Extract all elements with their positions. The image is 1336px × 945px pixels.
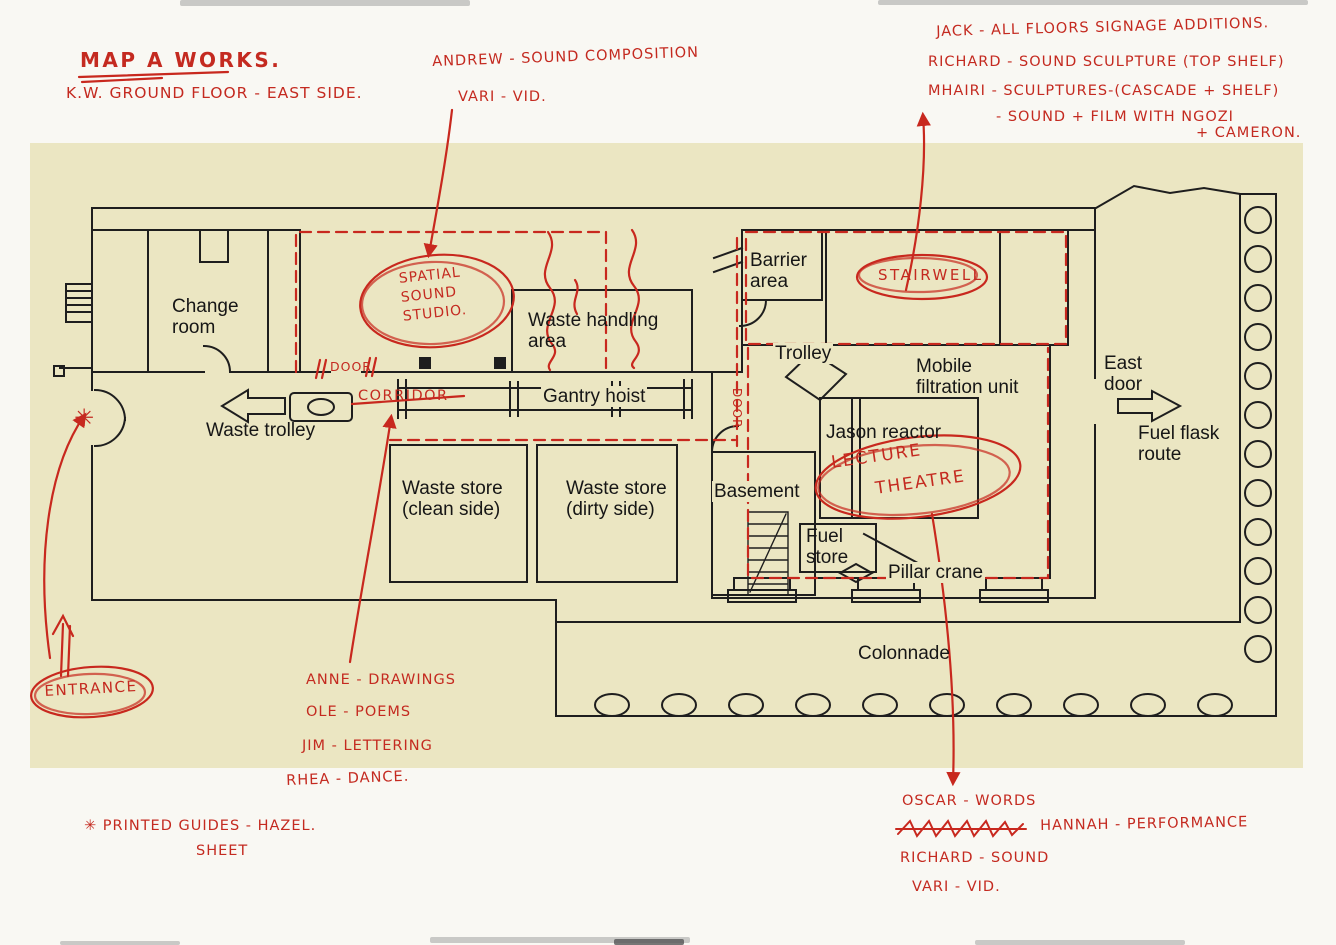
scan-artifact — [60, 941, 180, 945]
stairwell-arrow — [904, 111, 931, 292]
room-label-fuel-flask-route: Fuel flask route — [1138, 423, 1220, 465]
note-richard-bottom: RICHARD - SOUND — [900, 850, 1050, 866]
room-label-colonnade: Colonnade — [858, 643, 950, 664]
asterisk-mark: ✳ — [74, 404, 96, 432]
room-label-mobile-filtration-unit: Mobile filtration unit — [916, 356, 1019, 398]
oscar-arrow — [930, 512, 961, 787]
note-door-corridor: DOOR — [330, 359, 372, 374]
note-jim: JIM - LETTERING — [302, 738, 433, 754]
note-mhairi: MHAIRI - SCULPTURES-(CASCADE + SHELF) — [928, 83, 1280, 99]
entrance-circle — [30, 665, 154, 719]
room-label-waste-trolley: Waste trolley — [206, 420, 316, 441]
plan-background — [30, 143, 1303, 768]
note-anne: ANNE - DRAWINGS — [306, 672, 456, 688]
room-label-basement: Basement — [712, 481, 802, 502]
room-label-change-room: Change room — [172, 296, 239, 338]
room-label-jason-reactor: Jason reactor — [826, 422, 942, 443]
note-corridor: CORRIDOR — [358, 388, 449, 404]
note-ole: OLE - POEMS — [306, 704, 412, 720]
room-label-waste-handling-area: Waste handling area — [528, 310, 659, 352]
note-printed-guides: ✳ PRINTED GUIDES - HAZEL. — [84, 818, 317, 834]
room-label-fuel-store: Fuel store — [806, 526, 849, 568]
note-spatial-sound-studio: SPATIAL SOUND STUDIO. — [398, 264, 468, 325]
floor-plan-lines — [53, 184, 1277, 717]
note-printed-guides-2: SHEET — [196, 843, 249, 859]
corridor-strike — [350, 394, 466, 406]
note-oscar: OSCAR - WORDS — [902, 793, 1037, 809]
handwritten-subtitle: K.W. GROUND FLOOR - EAST SIDE. — [66, 84, 363, 102]
room-label-east-door: East door — [1104, 353, 1143, 395]
stairwell-circle — [855, 253, 989, 301]
scan-artifact — [430, 937, 690, 943]
room-label-gantry-hoist: Gantry hoist — [541, 386, 648, 407]
room-label-barrier-area: Barrier area — [750, 250, 808, 292]
andrew-arrow — [423, 108, 454, 259]
red-squiggle-marks — [543, 228, 640, 372]
door-hash-marks — [314, 356, 378, 380]
note-vari-top: VARI - VID. — [458, 89, 547, 105]
note-door-vertical: DOOR — [730, 388, 744, 429]
scan-artifact — [180, 0, 470, 6]
corridor-arrow — [348, 413, 397, 664]
note-mhairi-3: + CAMERON. — [1196, 125, 1302, 141]
room-label-waste-store-clean: Waste store (clean side) — [402, 478, 503, 520]
scan-artifact — [878, 0, 1308, 5]
note-stairwell: STAIRWELL — [878, 266, 984, 284]
entrance-up-arrow — [51, 613, 75, 678]
room-label-trolley: Trolley — [773, 343, 834, 364]
handwritten-title: MAP A WORKS. — [80, 48, 282, 72]
scribbled-out-word — [895, 819, 1027, 838]
scan-artifact — [614, 939, 684, 945]
note-richard-top: RICHARD - SOUND SCULPTURE (TOP SHELF) — [928, 54, 1285, 70]
entrance-curve-arrow — [43, 412, 87, 660]
note-mhairi-2: - SOUND + FILM WITH NGOZI — [996, 109, 1234, 125]
room-label-waste-store-dirty: Waste store (dirty side) — [566, 478, 667, 520]
title-underline — [77, 70, 230, 84]
scan-artifact — [975, 940, 1185, 945]
lecture-theatre-circle — [814, 434, 1022, 520]
note-vari-bottom: VARI - VID. — [912, 879, 1001, 895]
room-label-pillar-crane: Pillar crane — [886, 562, 986, 583]
